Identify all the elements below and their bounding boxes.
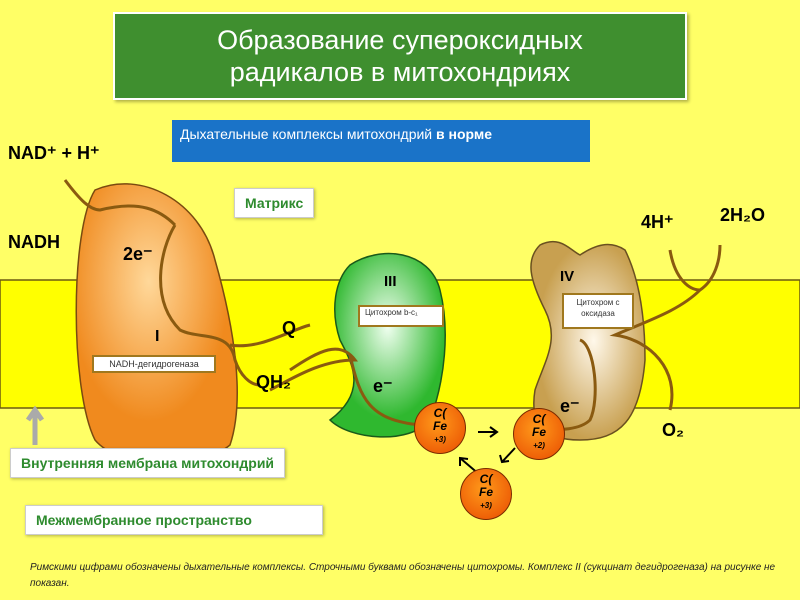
complex-iii-numeral: III: [384, 273, 397, 290]
electron-iii-label: e⁻: [373, 376, 393, 396]
cytochrome-c-oxidized-1: C(Fe+3): [414, 402, 466, 454]
complex-iv-numeral: IV: [560, 268, 575, 285]
subtitle-box: Дыхательные комплексы митохондрий в норм…: [172, 120, 590, 162]
arrow-up-icon: [25, 405, 45, 445]
complex-i-numeral: I: [155, 328, 160, 345]
title-line1: Образование супероксидных: [217, 25, 583, 55]
two-electrons-label: 2e⁻: [123, 244, 153, 264]
water-label: 2H₂O: [720, 205, 766, 225]
subtitle-text: Дыхательные комплексы митохондрий: [180, 126, 437, 142]
matrix-label: Матрикс: [234, 188, 315, 218]
q-label: Q: [282, 318, 297, 338]
nad-label: NAD⁺ + H⁺: [8, 143, 100, 163]
complex-i-shape: [75, 183, 238, 464]
protons-label: 4H⁺: [641, 212, 674, 232]
complex-iv-shape: [530, 240, 646, 441]
title-line2: радикалов в митохондриях: [229, 57, 571, 87]
subtitle-bold: в норме: [436, 126, 493, 142]
qh2-label: QH₂: [256, 372, 291, 392]
cytochrome-c-reduced: C(Fe+2): [513, 408, 565, 460]
nadh-label: NADH: [8, 232, 60, 252]
intermembrane-label: Межмембранное пространство: [25, 505, 323, 535]
complex-iii-shape: [328, 252, 446, 438]
cytochrome-c-oxidized-2: C(Fe+3): [460, 468, 512, 520]
complex-i-name: NADH-дегидрогеназа: [92, 355, 216, 373]
complex-iii-name: Цитохром b-c₁: [358, 305, 444, 327]
oxygen-label: O₂: [662, 420, 684, 440]
complex-iv-name: Цитохром с оксидаза: [562, 293, 634, 329]
electron-iv-label: e⁻: [560, 396, 580, 416]
footnote: Римскими цифрами обозначены дыхательные …: [30, 562, 776, 589]
inner-membrane-label: Внутренняя мембрана митохондрий: [10, 448, 286, 478]
